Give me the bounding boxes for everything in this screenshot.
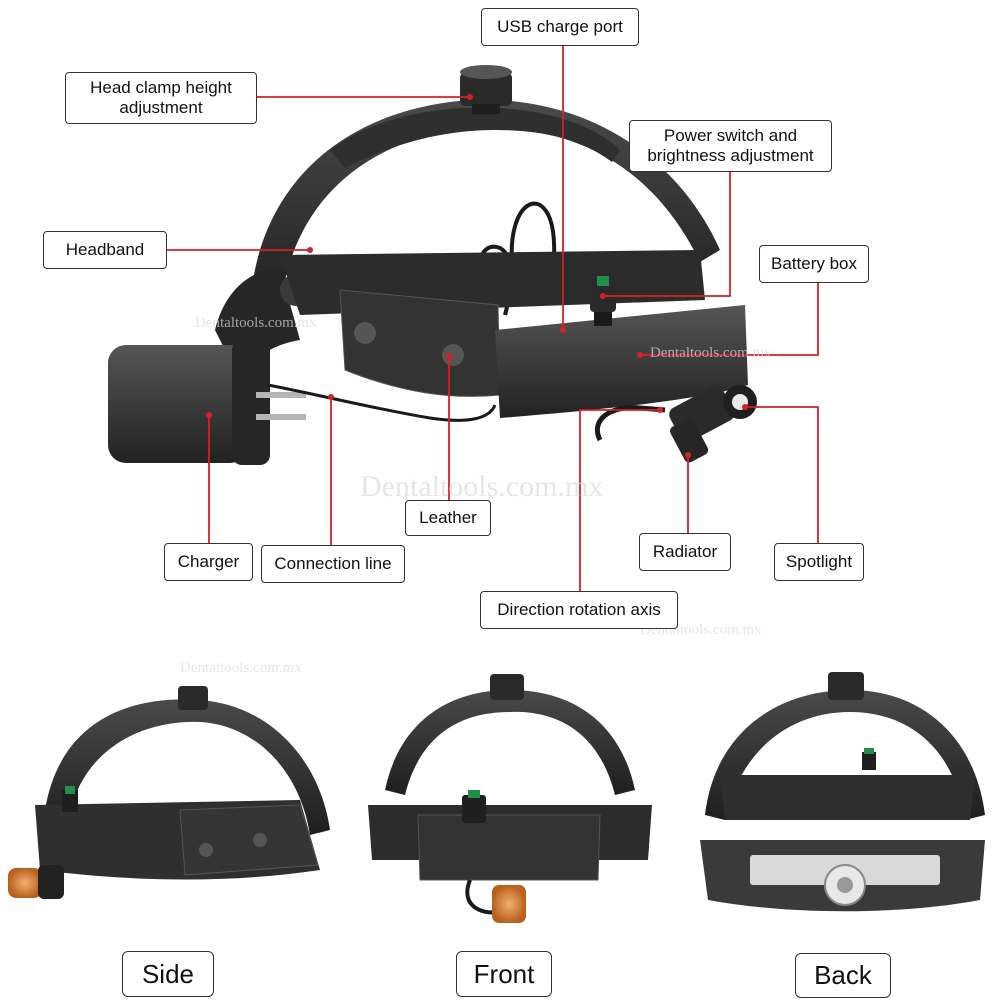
charger-unit: [108, 340, 306, 465]
callout-headband: Headband: [43, 231, 167, 269]
headband-rear-strap: [330, 107, 620, 168]
callout-leather: Leather: [405, 500, 491, 536]
spotlight-arm: [595, 405, 666, 442]
callout-battery-box-text: Battery box: [771, 254, 857, 273]
view-label-front: Front: [456, 951, 552, 997]
back-view-illustration: [700, 672, 985, 912]
callout-spotlight: Spotlight: [774, 543, 864, 581]
callout-battery-box: Battery box: [759, 245, 869, 283]
front-view-illustration: [368, 674, 652, 923]
battery-box: [495, 305, 748, 418]
callout-radiator: Radiator: [639, 533, 731, 571]
leader-spotlight: [745, 406, 819, 543]
callout-radiator-text: Radiator: [652, 542, 718, 561]
leader-power: [603, 170, 731, 297]
callout-spotlight-text: Spotlight: [785, 552, 853, 571]
callout-direction-rotation-axis-text: Direction rotation axis: [497, 600, 661, 619]
leader-battery: [640, 283, 819, 356]
callout-charger: Charger: [164, 543, 253, 581]
callout-charger-text: Charger: [177, 552, 240, 571]
callout-power-switch-line1: Power switch and: [663, 126, 798, 145]
callout-connection-line-text: Connection line: [274, 554, 392, 573]
watermark: Dentaltools.com.mx: [650, 345, 772, 361]
view-label-side: Side: [122, 951, 214, 997]
callout-power-switch: Power switch and brightness adjustment: [629, 120, 832, 172]
callout-headband-text: Headband: [65, 240, 145, 259]
callout-direction-rotation-axis: Direction rotation axis: [480, 591, 678, 629]
view-label-front-text: Front: [473, 958, 535, 989]
view-label-back-text: Back: [814, 960, 872, 990]
callout-head-clamp-line1: Head clamp height: [90, 78, 232, 97]
callout-power-switch-line2: brightness adjustment: [647, 146, 814, 165]
watermark: Dentaltools.com.mx: [180, 660, 302, 676]
callout-usb-charge-port-text: USB charge port: [497, 17, 623, 36]
callout-usb-charge-port: USB charge port: [481, 8, 639, 46]
spotlight-lamp: [669, 385, 757, 463]
leader-lines: [167, 45, 819, 591]
callout-leather-text: Leather: [419, 508, 477, 527]
view-label-back: Back: [795, 953, 891, 998]
watermark: Dentaltools.com.mx: [195, 315, 317, 331]
head-clamp-knob: [460, 65, 512, 114]
connection-cable: [267, 383, 497, 422]
callout-head-clamp-line2: adjustment: [119, 98, 203, 117]
callout-head-clamp: Head clamp height adjustment: [65, 72, 257, 124]
callout-connection-line: Connection line: [261, 545, 405, 583]
main-device: [108, 65, 757, 465]
leader-rotation-axis: [579, 409, 660, 591]
side-view-illustration: [8, 686, 330, 899]
watermark: Dentaltools.com.mx: [360, 470, 604, 503]
view-label-side-text: Side: [141, 958, 195, 989]
